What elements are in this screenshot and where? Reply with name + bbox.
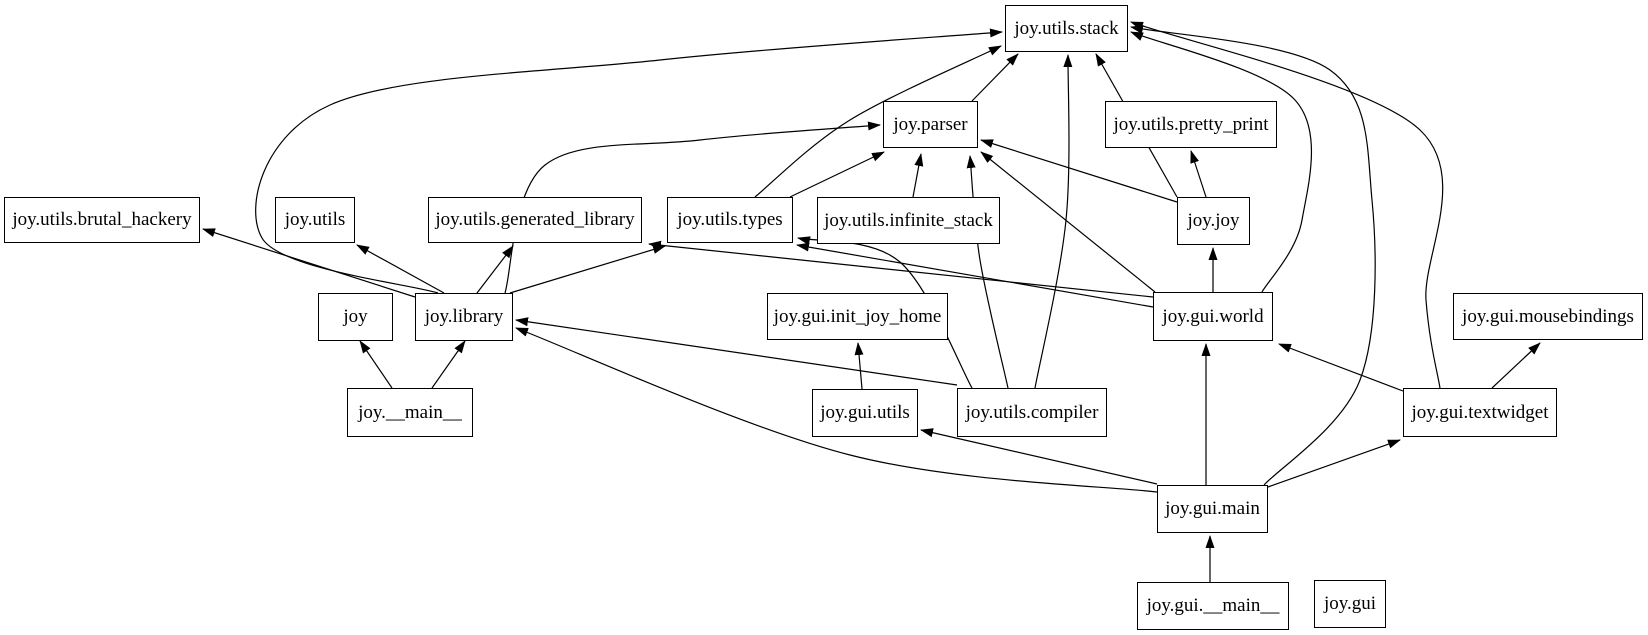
graph-node-world: joy.gui.world: [1153, 292, 1273, 341]
edge-types-to-parser: [789, 151, 885, 198]
node-label: joy.utils.brutal_hackery: [12, 209, 192, 230]
graph-node-gui_main: joy.gui.main: [1157, 485, 1268, 533]
edge-gui_main-to-textwidget: [1267, 439, 1401, 488]
graph-node-gui_dunder_main: joy.gui.__main__: [1137, 582, 1289, 630]
graph-node-brutal_hackery: joy.utils.brutal_hackery: [4, 197, 200, 243]
edge-joy_joy-to-pretty_print: [1190, 150, 1207, 198]
node-label: joy: [343, 306, 368, 327]
graph-node-joy: joy: [318, 293, 393, 341]
graph-node-gui: joy.gui: [1314, 580, 1386, 628]
graph-node-infinite_stack: joy.utils.infinite_stack: [817, 197, 1000, 244]
edge-infinite_stack-to-parser: [912, 153, 924, 198]
node-label: joy.utils.pretty_print: [1113, 113, 1269, 135]
node-label: joy.utils: [284, 209, 346, 230]
graph-node-generated_library: joy.utils.generated_library: [428, 197, 642, 243]
graph-node-init_joy_home: joy.gui.init_joy_home: [767, 293, 948, 340]
edge-gui_main-to-library: [515, 327, 1158, 493]
graph-node-compiler: joy.utils.compiler: [957, 388, 1107, 437]
node-label: joy.utils.generated_library: [435, 209, 635, 230]
edge-library-to-utils: [356, 244, 445, 294]
graph-node-gui_utils: joy.gui.utils: [812, 389, 918, 437]
node-label: joy.gui.main: [1165, 498, 1260, 519]
edge-world-to-generated_library: [648, 240, 1154, 298]
edge-parser-to-stack: [971, 53, 1019, 102]
edge-joy_main-to-joy: [359, 340, 393, 389]
edge-textwidget-to-world: [1278, 343, 1404, 392]
node-label: joy.gui.__main__: [1146, 595, 1280, 616]
node-label: joy.__main__: [358, 401, 462, 423]
edge-compiler-to-library: [515, 317, 958, 386]
node-label: joy.gui.textwidget: [1411, 401, 1549, 423]
edge-world-to-types: [796, 242, 1154, 308]
graph-node-stack: joy.utils.stack: [1005, 5, 1128, 52]
node-label: joy.parser: [893, 113, 968, 135]
node-label: joy.gui.init_joy_home: [773, 305, 942, 327]
edge-joy_main-to-library: [431, 340, 466, 389]
node-label: joy.utils.compiler: [965, 401, 1099, 423]
edge-library-to-generated_library: [476, 245, 514, 294]
edge-library-to-types: [509, 245, 666, 294]
edge-library-to-brutal_hackery: [202, 228, 416, 298]
node-label: joy.gui: [1323, 593, 1377, 614]
edge-gui_utils-to-init_joy_home: [854, 342, 864, 390]
edge-gui_main-to-gui_utils: [920, 428, 1158, 485]
node-label: joy.gui.utils: [820, 402, 910, 423]
node-label: joy.joy: [1187, 210, 1240, 231]
edge-textwidget-to-mousebindings: [1491, 342, 1541, 389]
graph-node-mousebindings: joy.gui.mousebindings: [1453, 293, 1643, 340]
graph-node-utils: joy.utils: [275, 197, 355, 243]
graph-node-pretty_print: joy.utils.pretty_print: [1105, 101, 1277, 148]
edge-world-to-stack: [1130, 31, 1313, 293]
node-label: joy.utils.infinite_stack: [824, 209, 993, 231]
graph-node-library: joy.library: [415, 293, 513, 341]
edge-textwidget-to-stack: [1130, 21, 1444, 389]
graph-node-joy_joy: joy.joy: [1177, 197, 1250, 245]
node-label: joy.gui.world: [1162, 305, 1264, 327]
graph-node-parser: joy.parser: [883, 101, 978, 148]
node-label: joy.utils.types: [677, 209, 783, 230]
edge-types-to-stack: [754, 45, 1002, 198]
edge-library-to-stack: [255, 28, 1003, 294]
node-label: joy.gui.mousebindings: [1462, 305, 1634, 327]
edge-compiler-to-parser: [966, 155, 1009, 389]
edge-gui_main-to-stack: [1130, 25, 1376, 486]
node-label: joy.library: [424, 306, 504, 327]
edge-world-to-parser: [980, 151, 1156, 293]
graph-node-textwidget: joy.gui.textwidget: [1403, 388, 1557, 437]
graph-node-types: joy.utils.types: [667, 197, 793, 243]
edge-compiler-to-stack: [1034, 54, 1073, 389]
graph-node-joy_main: joy.__main__: [347, 388, 473, 437]
node-label: joy.utils.stack: [1014, 17, 1119, 39]
edge-joy_joy-to-parser: [980, 139, 1178, 203]
